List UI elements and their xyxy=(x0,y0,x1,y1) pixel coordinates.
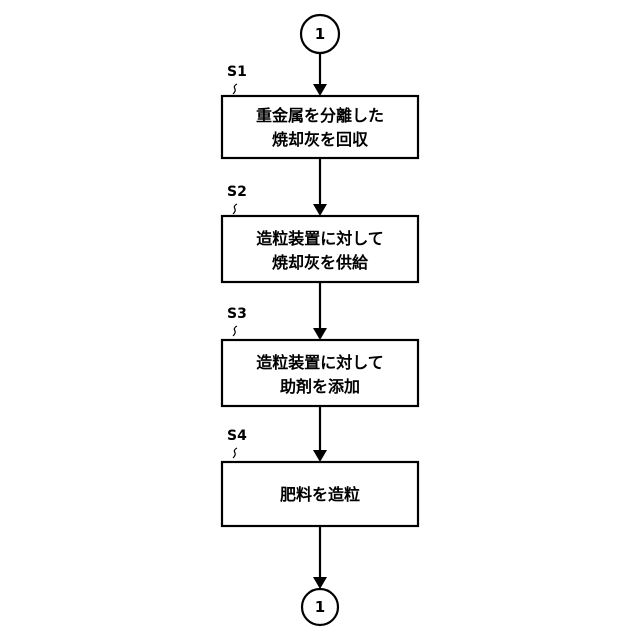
start-connector-label: 1 xyxy=(315,25,325,43)
step-s3-label: S3 xyxy=(227,306,247,322)
step-s1-leader xyxy=(233,84,237,94)
step-s4-leader xyxy=(233,448,237,458)
step-s2-box xyxy=(222,216,418,282)
step-s2-leader xyxy=(233,204,237,214)
arrow-s2-to-s3 xyxy=(313,282,327,340)
step-s2-line-1: 造粒装置に対して xyxy=(256,229,384,248)
arrow-start-to-s1 xyxy=(313,53,327,96)
step-s3-leader xyxy=(233,326,237,336)
step-s4-label: S4 xyxy=(227,428,247,444)
arrow-s4-to-end xyxy=(313,526,327,589)
step-s1-line-2: 焼却灰を回収 xyxy=(272,130,369,149)
step-s4-line-1: 肥料を造粒 xyxy=(280,485,360,504)
step-s3-line-1: 造粒装置に対して xyxy=(256,353,384,372)
end-connector-label: 1 xyxy=(315,598,325,616)
step-s2-line-2: 焼却灰を供給 xyxy=(272,253,369,272)
step-s1-label: S1 xyxy=(227,64,247,80)
arrow-s1-to-s2 xyxy=(313,158,327,216)
step-s3-box xyxy=(222,340,418,406)
step-s1-line-1: 重金属を分離した xyxy=(256,106,384,125)
end-connector: 1 xyxy=(302,589,338,625)
step-s2-label: S2 xyxy=(227,184,247,200)
step-s3-line-2: 助剤を添加 xyxy=(280,377,360,396)
start-connector: 1 xyxy=(301,15,339,53)
arrow-s3-to-s4 xyxy=(313,406,327,462)
